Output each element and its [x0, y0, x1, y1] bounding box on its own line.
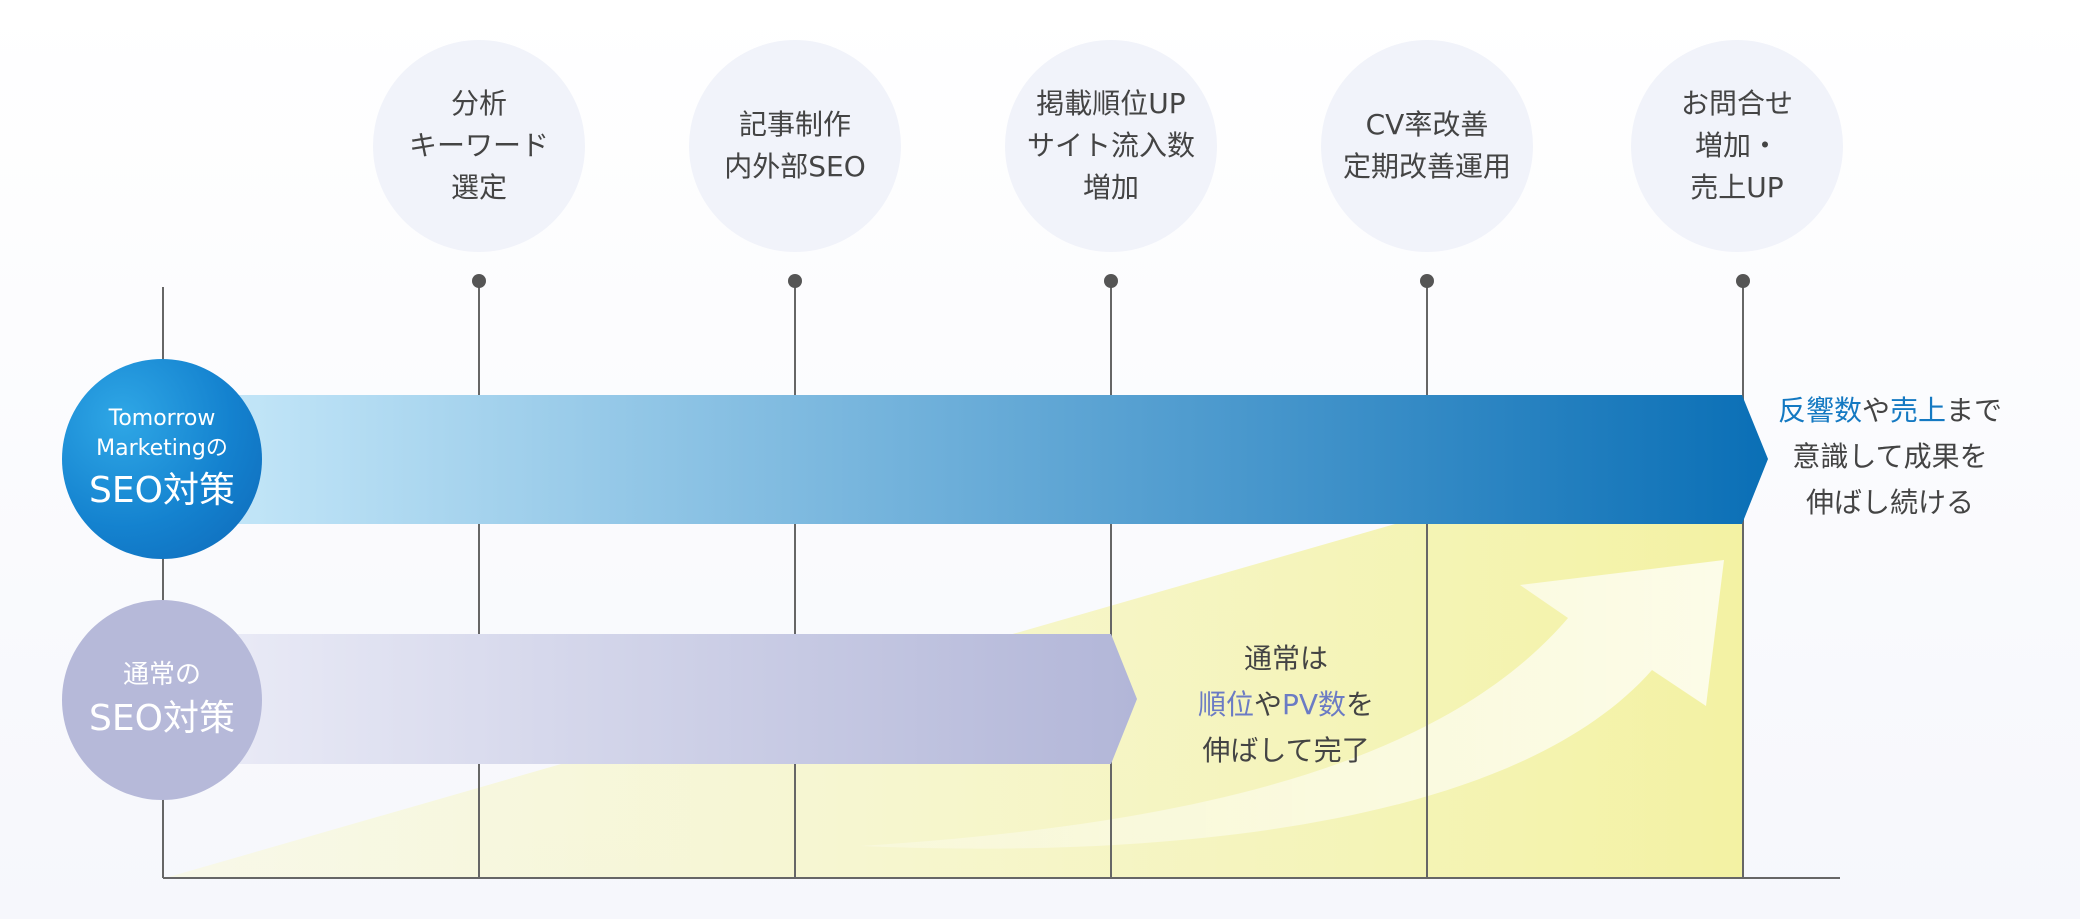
- result-text: 伸ばし続ける: [1805, 486, 1974, 519]
- tomorrow-marketing-badge: Tomorrow Marketingの SEO対策: [62, 359, 262, 559]
- badge-title: SEO対策: [89, 470, 235, 511]
- result-text: 通常は: [1243, 642, 1328, 675]
- step-text: 記事制作: [738, 108, 851, 141]
- highlight-pv-count: PV数: [1281, 688, 1347, 721]
- highlight-response-count: 反響数: [1777, 394, 1862, 427]
- badge-brand-line2: Marketingの: [96, 436, 228, 461]
- timeline-dot-2: [788, 274, 802, 288]
- badge-normal-line1: 通常の: [122, 660, 201, 690]
- timeline-dot-3: [1104, 274, 1118, 288]
- result-text: や: [1253, 688, 1282, 721]
- result-text: 意識して成果を: [1792, 440, 1988, 473]
- timeline-dot-4: [1420, 274, 1434, 288]
- step-text: 分析: [450, 87, 507, 120]
- step-text: 増加: [1082, 171, 1139, 204]
- highlight-sales: 売上: [1890, 394, 1947, 427]
- step-text: 選定: [450, 171, 507, 204]
- result-text: まで: [1946, 394, 2003, 427]
- result-text: 伸ばして完了: [1202, 734, 1370, 767]
- result-text: や: [1861, 394, 1890, 427]
- step-text: 内外部SEO: [724, 150, 866, 183]
- tomorrow-arrow: [230, 395, 1768, 524]
- tomorrow-result-text: 反響数や売上まで 意識して成果を 伸ばし続ける: [1770, 388, 2010, 526]
- badge-brand-line1: Tomorrow: [108, 406, 216, 431]
- timeline-dot-5: [1736, 274, 1750, 288]
- step-ranking-up: 掲載順位UP サイト流入数 増加: [1005, 40, 1217, 252]
- badge-title: SEO対策: [89, 698, 235, 739]
- normal-result-text: 通常は 順位やPV数を 伸ばして完了: [1166, 636, 1406, 774]
- step-text: お問合せ: [1680, 87, 1793, 120]
- step-cv-improvement: CV率改善 定期改善運用: [1321, 40, 1533, 252]
- step-inquiry-sales-up: お問合せ 増加・ 売上UP: [1631, 40, 1843, 252]
- growth-arrow: [860, 560, 1724, 849]
- step-text: サイト流入数: [1026, 129, 1195, 162]
- timeline-dot-1: [472, 274, 486, 288]
- highlight-ranking: 順位: [1197, 688, 1254, 721]
- step-analysis-keyword: 分析 キーワード 選定: [373, 40, 585, 252]
- step-text: 売上UP: [1690, 171, 1784, 204]
- step-text: 掲載順位UP: [1036, 87, 1186, 120]
- normal-seo-badge: 通常の SEO対策: [62, 600, 262, 800]
- step-text: CV率改善: [1365, 108, 1489, 141]
- step-article-production: 記事制作 内外部SEO: [689, 40, 901, 252]
- step-text: 増加・: [1694, 129, 1779, 162]
- step-text: 定期改善運用: [1342, 150, 1511, 183]
- result-text: を: [1346, 688, 1375, 721]
- normal-arrow: [230, 634, 1137, 764]
- step-text: キーワード: [408, 129, 549, 162]
